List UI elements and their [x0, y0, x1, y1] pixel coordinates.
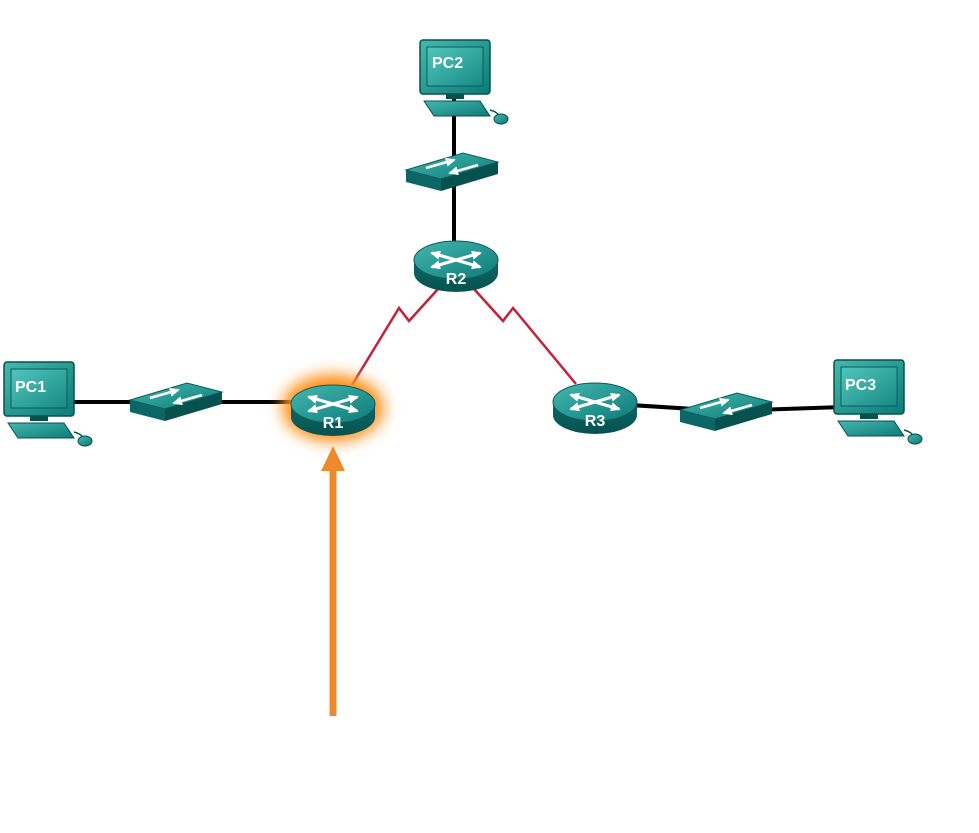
pc-icon — [419, 39, 509, 125]
device-pc3: PC3 — [833, 359, 923, 445]
device-label-r2: R2 — [446, 271, 467, 288]
device-label-r1: R1 — [323, 415, 344, 432]
link-r2-r3-serial — [473, 288, 577, 385]
device-switch1 — [130, 383, 222, 421]
device-switch2 — [406, 153, 498, 191]
device-r2: R2 — [414, 241, 498, 292]
annotation-arrow-r1 — [321, 446, 345, 716]
annotation-arrow-head — [321, 446, 345, 471]
device-label-pc3: PC3 — [845, 377, 876, 394]
device-r1: R1 — [291, 385, 375, 436]
link-r2-r1-serial — [350, 288, 439, 386]
pc-icon — [833, 359, 923, 445]
switch-icon — [406, 153, 498, 191]
device-label-pc2: PC2 — [432, 55, 463, 72]
device-label-pc1: PC1 — [15, 379, 46, 396]
switch-icon — [130, 383, 222, 421]
device-pc1: PC1 — [3, 361, 93, 447]
device-switch3 — [680, 393, 772, 431]
device-label-r3: R3 — [585, 413, 606, 430]
device-pc2: PC2 — [419, 39, 509, 125]
device-r3: R3 — [553, 383, 637, 434]
switch-icon — [680, 393, 772, 431]
